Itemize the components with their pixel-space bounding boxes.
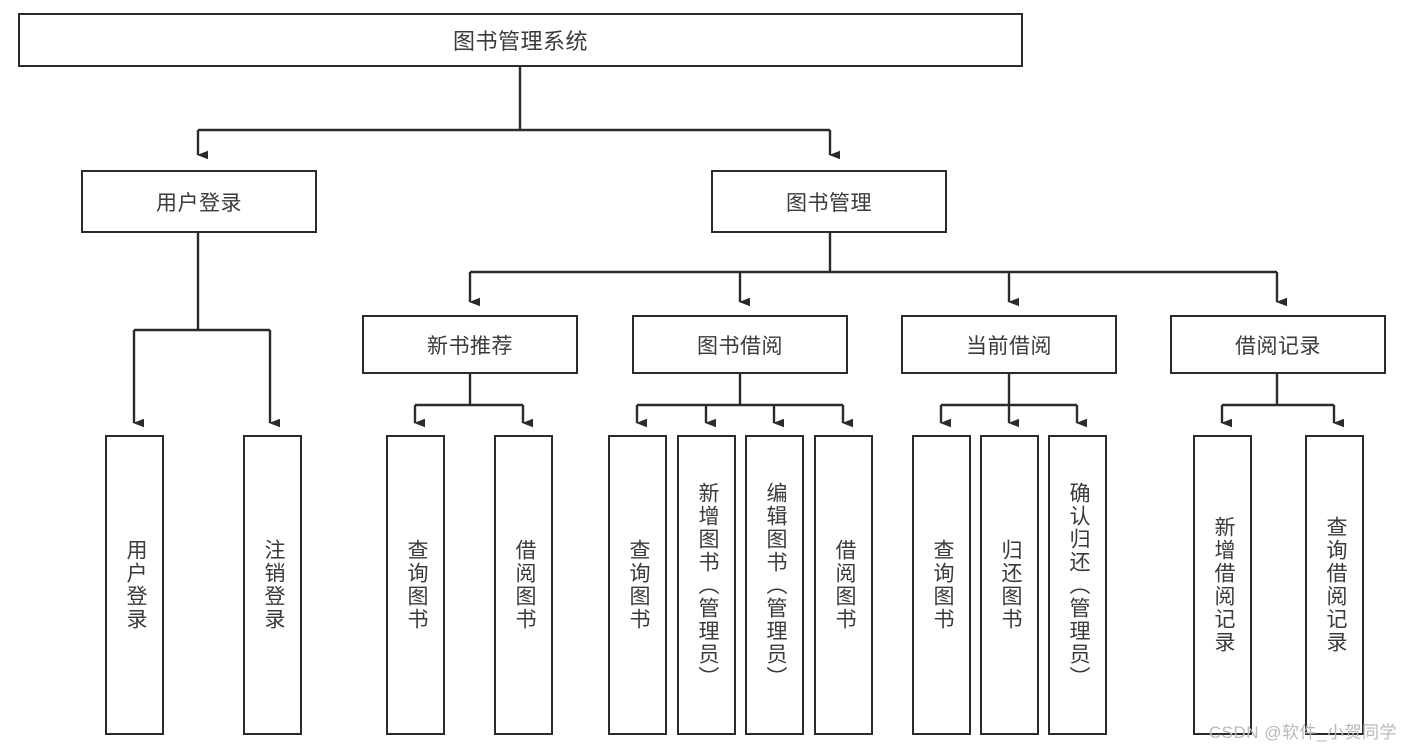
node-leaf-borrow-book-2-label: 借阅图书 <box>832 539 856 631</box>
node-root-system-label: 图书管理系统 <box>452 29 588 54</box>
node-leaf-borrow-book-2[interactable]: 借阅图书 <box>814 435 873 735</box>
node-leaf-logout-login[interactable]: 注销登录 <box>243 435 302 735</box>
node-leaf-confirm-return-admin-label: 确认归还（管理员） <box>1066 481 1090 689</box>
node-leaf-query-book-3[interactable]: 查询图书 <box>912 435 971 735</box>
node-leaf-query-book-1[interactable]: 查询图书 <box>386 435 445 735</box>
node-book-borrow-label: 图书借阅 <box>697 334 783 358</box>
node-new-book-recommend-label: 新书推荐 <box>427 334 513 358</box>
node-leaf-borrow-book-1-label: 借阅图书 <box>512 539 536 631</box>
node-leaf-query-borrow-record[interactable]: 查询借阅记录 <box>1305 435 1364 735</box>
node-leaf-add-borrow-record-label: 新增借阅记录 <box>1211 516 1235 654</box>
node-current-borrow-label: 当前借阅 <box>966 334 1052 358</box>
node-leaf-query-book-2[interactable]: 查询图书 <box>608 435 667 735</box>
node-leaf-query-book-1-label: 查询图书 <box>404 539 428 631</box>
node-leaf-query-book-3-label: 查询图书 <box>930 539 954 631</box>
node-book-management[interactable]: 图书管理 <box>711 170 947 233</box>
node-current-borrow[interactable]: 当前借阅 <box>901 315 1117 374</box>
node-leaf-edit-book-admin[interactable]: 编辑图书（管理员） <box>745 435 804 735</box>
node-new-book-recommend[interactable]: 新书推荐 <box>362 315 578 374</box>
watermark-text: CSDN @软件_小贺同学 <box>1208 723 1397 742</box>
node-book-borrow[interactable]: 图书借阅 <box>632 315 848 374</box>
node-root-system[interactable]: 图书管理系统 <box>18 13 1023 67</box>
node-leaf-add-borrow-record[interactable]: 新增借阅记录 <box>1193 435 1252 735</box>
node-leaf-logout-login-label: 注销登录 <box>261 539 285 631</box>
node-leaf-return-book-label: 归还图书 <box>998 539 1022 631</box>
node-user-login-label: 用户登录 <box>156 191 242 215</box>
node-book-management-label: 图书管理 <box>786 191 872 215</box>
node-leaf-query-borrow-record-label: 查询借阅记录 <box>1323 516 1347 654</box>
node-leaf-add-book-admin[interactable]: 新增图书（管理员） <box>677 435 736 735</box>
node-leaf-query-book-2-label: 查询图书 <box>626 539 650 631</box>
node-leaf-confirm-return-admin[interactable]: 确认归还（管理员） <box>1048 435 1107 735</box>
node-user-login[interactable]: 用户登录 <box>81 170 317 233</box>
node-leaf-borrow-book-1[interactable]: 借阅图书 <box>494 435 553 735</box>
node-borrow-record-label: 借阅记录 <box>1235 334 1321 358</box>
node-leaf-return-book[interactable]: 归还图书 <box>980 435 1039 735</box>
node-leaf-edit-book-admin-label: 编辑图书（管理员） <box>763 481 787 689</box>
node-leaf-user-login[interactable]: 用户登录 <box>105 435 164 735</box>
node-leaf-add-book-admin-label: 新增图书（管理员） <box>695 481 719 689</box>
node-leaf-user-login-label: 用户登录 <box>123 539 147 631</box>
node-borrow-record[interactable]: 借阅记录 <box>1170 315 1386 374</box>
